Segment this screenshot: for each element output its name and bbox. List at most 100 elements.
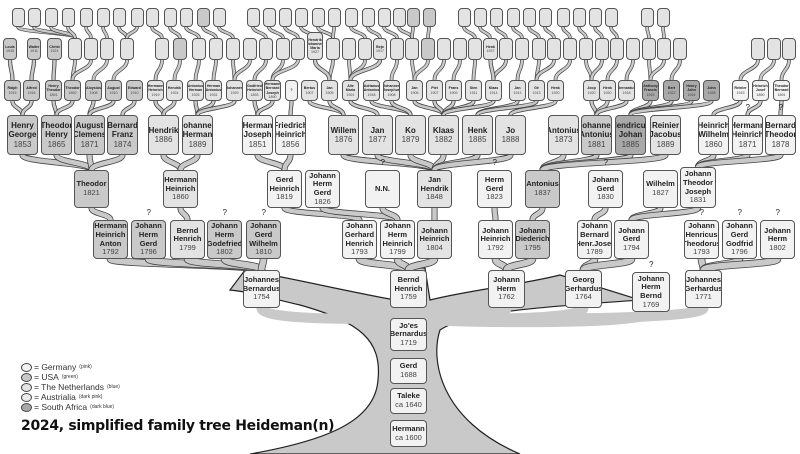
person-box-unlabeled[interactable] — [243, 38, 257, 60]
person-box-unlabeled[interactable] — [209, 38, 223, 60]
person-box-unlabeled[interactable] — [12, 8, 25, 27]
person-box-unlabeled[interactable] — [45, 8, 58, 27]
person-box-unlabeled[interactable] — [474, 8, 487, 27]
person-box-unlabeled[interactable] — [197, 8, 210, 27]
person-box-unlabeled[interactable] — [276, 38, 290, 60]
person-box-unlabeled[interactable] — [421, 38, 435, 60]
person-box-unlabeled[interactable] — [557, 8, 570, 27]
person-box-unlabeled[interactable] — [605, 8, 618, 27]
person-box-unlabeled[interactable] — [626, 38, 640, 60]
person-box-unlabeled[interactable] — [507, 8, 520, 27]
person-box[interactable]: N.N. — [365, 170, 400, 208]
person-box-unlabeled[interactable] — [28, 8, 41, 27]
person-box-unlabeled[interactable] — [490, 8, 503, 27]
person-box-unlabeled[interactable] — [532, 38, 546, 60]
person-box-unlabeled[interactable] — [437, 38, 451, 60]
person-box-unlabeled[interactable] — [407, 8, 420, 27]
person-box-unlabeled[interactable] — [279, 8, 292, 27]
person-box-unlabeled[interactable] — [515, 38, 529, 60]
person-box-unlabeled[interactable] — [328, 8, 341, 27]
person-box-unlabeled[interactable] — [362, 8, 375, 27]
person-box-unlabeled[interactable] — [326, 38, 340, 60]
person-box-unlabeled[interactable] — [458, 8, 471, 27]
person-box-unlabeled[interactable] — [263, 8, 276, 27]
person-box-unlabeled[interactable] — [312, 8, 325, 27]
person-box-unlabeled[interactable] — [751, 38, 765, 60]
person-box-unlabeled[interactable] — [563, 38, 577, 60]
person-box-unlabeled[interactable] — [657, 38, 671, 60]
person-box-unlabeled[interactable] — [453, 38, 467, 60]
person-box-unlabeled[interactable] — [97, 8, 110, 27]
person-box-unlabeled[interactable] — [589, 8, 602, 27]
person-box-unlabeled[interactable] — [610, 38, 624, 60]
person-box-unlabeled[interactable] — [291, 38, 305, 60]
person-box-unlabeled[interactable] — [192, 38, 206, 60]
person-box-unlabeled[interactable] — [767, 38, 781, 60]
person-box-unlabeled[interactable] — [405, 38, 419, 60]
person-box-unlabeled[interactable] — [62, 8, 75, 27]
person-box-unlabeled[interactable] — [657, 8, 670, 27]
person-box-unlabeled[interactable] — [358, 38, 372, 60]
person-box-unlabeled[interactable] — [164, 8, 177, 27]
person-box-unlabeled[interactable] — [146, 8, 159, 27]
person-box-unlabeled[interactable] — [247, 8, 260, 27]
person-box-unlabeled[interactable] — [393, 8, 406, 27]
person-box-unlabeled[interactable] — [468, 38, 482, 60]
person-box-unlabeled[interactable] — [342, 38, 356, 60]
person-box[interactable]: Antonius1873 — [548, 115, 579, 155]
